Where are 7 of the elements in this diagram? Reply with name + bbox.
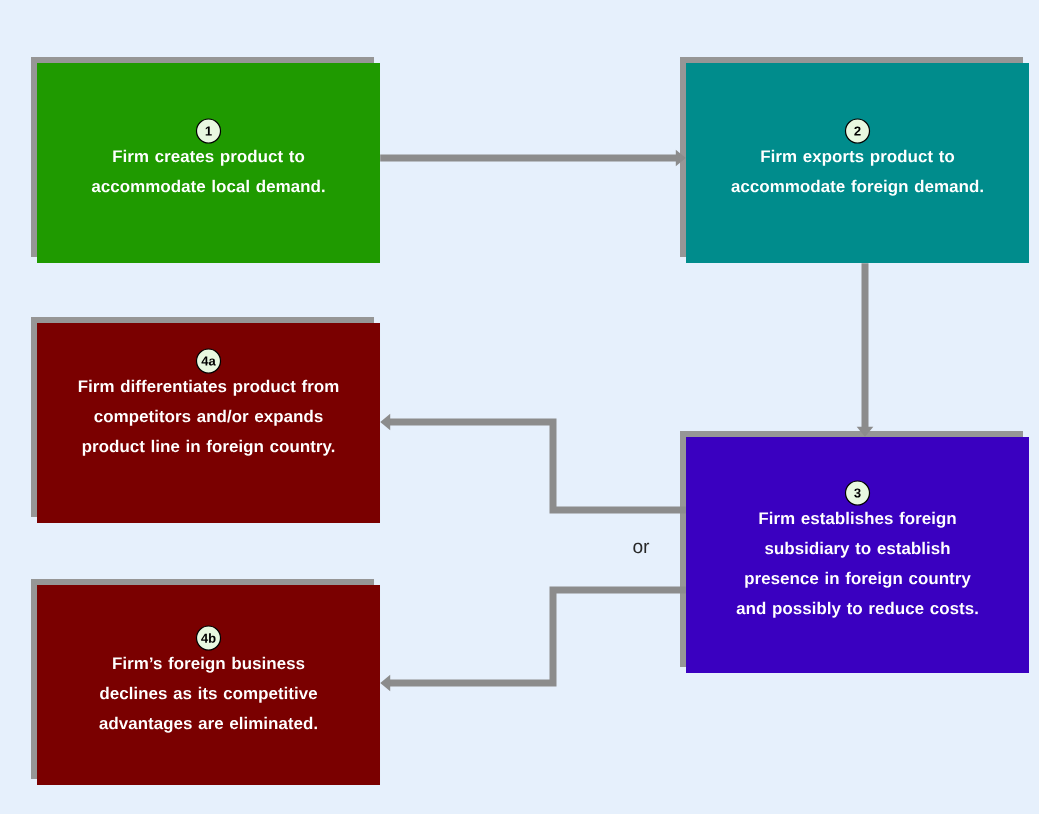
label: or [633, 542, 650, 554]
process-box: 2 Firm exports product to accommodate foreign demand. [680, 57, 1029, 263]
process-box: 3 Firm establishes foreign subsidiary to establish presence in foreign country and possibly to reduce costs. [680, 431, 1029, 673]
process-box: 4b Firm’s foreign business declines as its competitive advantages are eliminated. [31, 579, 380, 785]
process-box: 4a Firm differentiates product from competitors and/or expands product line in foreign country. [31, 317, 380, 523]
arrow [380, 586, 686, 692]
process-box: 1 Firm creates product to accommodate local demand. [31, 57, 380, 263]
